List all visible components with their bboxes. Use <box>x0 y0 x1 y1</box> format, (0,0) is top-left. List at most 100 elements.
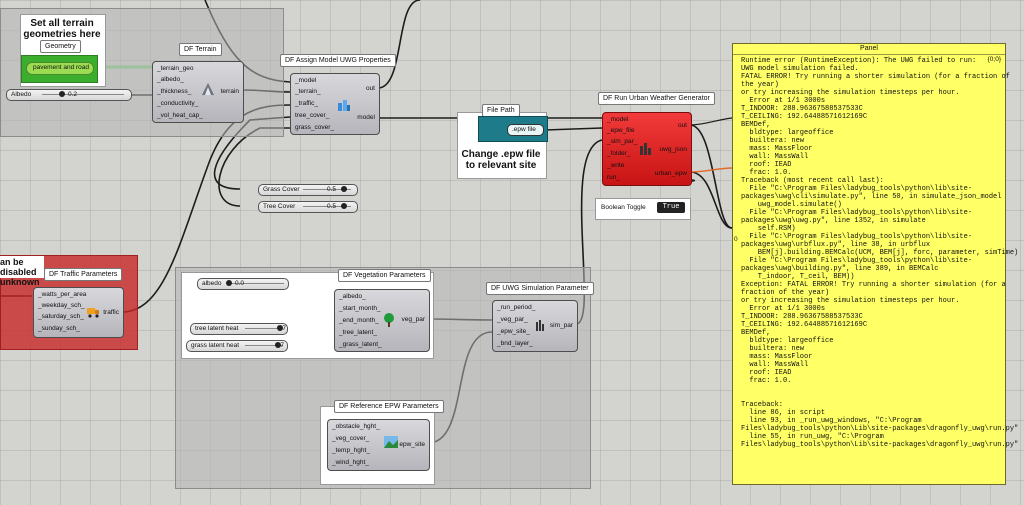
tree-icon <box>384 313 394 327</box>
run-uwg-output[interactable]: uwg_json <box>659 146 687 153</box>
tree-cover-value: 0.5 <box>327 203 337 210</box>
df-terrain-input[interactable]: _conductivity_ <box>157 100 199 107</box>
assign-uwg-output-out[interactable]: out <box>365 85 375 92</box>
run-uwg-output[interactable]: urban_epw <box>654 170 687 177</box>
grass-cover-slider[interactable]: Grass Cover 0.5 <box>258 184 358 196</box>
run-uwg-input[interactable]: _epw_file <box>607 127 635 134</box>
epw-params-component[interactable]: _obstacle_hght_ _veg_cover_ _temp_hght_ … <box>327 419 430 471</box>
sim-par-input[interactable]: _epw_site_ <box>497 328 530 335</box>
traffic-note: an be disabled unknown <box>0 257 40 287</box>
sim-par-input[interactable]: _bnd_layer_ <box>497 340 533 347</box>
geometry-title: Geometry <box>40 40 81 53</box>
albedo-slider-knob[interactable] <box>59 91 65 97</box>
df-terrain-input[interactable]: _thickness_ <box>157 88 192 95</box>
run-uwg-component[interactable]: _model _epw_file _sim_par_ _folder_ _wri… <box>602 112 692 186</box>
vegetation-input[interactable]: _grass_latent_ <box>339 341 382 348</box>
veg-albedo-knob[interactable] <box>226 280 232 286</box>
grass-cover-label: Grass Cover <box>263 186 300 193</box>
veg-albedo-slider[interactable]: albedo 0.0 <box>197 278 289 290</box>
output-panel[interactable]: Panel {0;0} 0 Runtime error (RuntimeExce… <box>732 43 1019 485</box>
epw-params-input[interactable]: _temp_hght_ <box>332 447 370 454</box>
grass-cover-knob[interactable] <box>341 186 347 192</box>
run-uwg-input[interactable]: _folder_ <box>607 150 631 157</box>
epw-params-output[interactable]: epw_site <box>399 441 425 448</box>
epw-params-title: DF Reference EPW Parameters <box>334 400 444 413</box>
traffic-input[interactable]: _weekday_sch_ <box>38 302 85 309</box>
tree-cover-slider[interactable]: Tree Cover 0.5 <box>258 201 358 213</box>
assign-uwg-component[interactable]: _model _terrain_ _traffic_ tree_cover_ g… <box>290 73 380 135</box>
vegetation-input[interactable]: _start_month_ <box>339 305 381 312</box>
tree-cover-knob[interactable] <box>341 203 347 209</box>
sim-par-icon <box>536 320 544 331</box>
assign-uwg-input[interactable]: _traffic_ <box>295 100 319 107</box>
boolean-toggle-value[interactable]: True <box>657 202 685 213</box>
assign-uwg-input[interactable]: _terrain_ <box>295 88 321 95</box>
boolean-toggle-label: Boolean Toggle <box>601 204 646 211</box>
df-terrain-input[interactable]: _terrain_geo <box>157 65 194 72</box>
albedo-slider-label: Albedo <box>11 91 32 98</box>
assign-uwg-title: DF Assign Model UWG Properties <box>280 54 396 67</box>
vegetation-input[interactable]: _end_month_ <box>339 317 379 324</box>
file-path-container[interactable]: .epw file <box>478 116 548 142</box>
run-uwg-title: DF Run Urban Weather Generator <box>598 92 715 105</box>
df-terrain-output[interactable]: terrain <box>220 88 239 95</box>
terrain-note: Set all terrain geometries here <box>23 18 101 40</box>
grass-latent-slider[interactable]: grass latent heat 0.7 <box>186 340 288 352</box>
assign-uwg-output[interactable]: model <box>357 114 375 121</box>
panel-row-index: 0 <box>734 236 738 243</box>
buildings-icon <box>338 100 350 111</box>
geometry-value: pavement and road <box>33 64 90 71</box>
sim-par-input[interactable]: _run_period_ <box>497 304 536 311</box>
epw-note: Change .epw file to relevant site <box>461 149 541 171</box>
traffic-note-box <box>0 256 44 278</box>
vegetation-component[interactable]: _albedo_ _start_month_ _end_month_ _tree… <box>334 289 430 352</box>
albedo-slider[interactable]: Albedo 0.2 <box>6 89 132 101</box>
traffic-component[interactable]: _watts_per_area _weekday_sch_ _saturday_… <box>33 287 124 338</box>
traffic-input[interactable]: _watts_per_area <box>38 291 87 298</box>
df-terrain-input[interactable]: _vol_heat_cap_ <box>157 112 203 119</box>
terrain-icon <box>202 83 214 95</box>
run-uwg-output[interactable]: out <box>677 122 687 129</box>
run-uwg-input[interactable]: run_ <box>607 174 621 181</box>
vegetation-input[interactable]: _tree_latent_ <box>339 329 377 336</box>
traffic-title: DF Traffic Parameters <box>44 268 123 281</box>
assign-uwg-input[interactable]: grass_cover_ <box>295 124 335 131</box>
vegetation-input[interactable]: _albedo_ <box>339 293 366 300</box>
epw-params-input[interactable]: _obstacle_hght_ <box>332 423 380 430</box>
boolean-toggle[interactable]: Boolean Toggle True <box>599 202 685 214</box>
traffic-input[interactable]: _saturday_sch_ <box>38 313 84 320</box>
epw-params-input[interactable]: _wind_hght_ <box>332 459 369 466</box>
veg-albedo-label: albedo <box>202 280 222 287</box>
truck-icon <box>87 308 99 318</box>
vegetation-title: DF Vegetation Parameters <box>338 269 431 282</box>
assign-uwg-input[interactable]: tree_cover_ <box>295 112 330 119</box>
sim-par-title: DF UWG Simulation Parameter <box>486 282 594 295</box>
grass-latent-label: grass latent heat <box>191 342 240 349</box>
run-uwg-input[interactable]: _sim_par_ <box>607 138 638 145</box>
run-uwg-input[interactable]: _write <box>607 162 625 169</box>
df-terrain-component[interactable]: _terrain_geo _albedo_ _thickness_ _condu… <box>152 61 244 123</box>
sim-par-component[interactable]: _run_period_ _veg_par_ _epw_site_ _bnd_l… <box>492 300 578 352</box>
file-path-title: File Path <box>482 104 520 117</box>
sim-par-input[interactable]: _veg_par_ <box>497 316 528 323</box>
panel-title: Panel <box>733 44 1005 55</box>
df-terrain-input[interactable]: _albedo_ <box>157 76 184 83</box>
traffic-input[interactable]: _sunday_sch_ <box>38 325 80 332</box>
df-terrain-title: DF Terrain <box>179 43 222 56</box>
panel-text: Runtime error (RuntimeException): The UW… <box>741 57 1019 449</box>
tree-latent-knob[interactable] <box>277 325 283 331</box>
uwg-run-icon <box>640 143 651 155</box>
run-uwg-input[interactable]: _model <box>607 116 629 123</box>
traffic-output[interactable]: traffic <box>103 309 119 316</box>
grass-latent-knob[interactable] <box>275 342 281 348</box>
tree-latent-label: tree latent heat <box>195 325 239 332</box>
geometry-container[interactable]: pavement and road <box>21 55 98 83</box>
grass-cover-value: 0.5 <box>327 186 337 193</box>
sim-par-output[interactable]: sim_par <box>549 322 573 329</box>
epw-params-input[interactable]: _veg_cover_ <box>332 435 370 442</box>
albedo-slider-value: 0.2 <box>68 91 78 98</box>
tree-cover-label: Tree Cover <box>263 203 296 210</box>
tree-latent-slider[interactable]: tree latent heat 0.7 <box>190 323 288 335</box>
assign-uwg-input[interactable]: _model <box>295 77 317 84</box>
vegetation-output[interactable]: veg_par <box>401 316 426 323</box>
